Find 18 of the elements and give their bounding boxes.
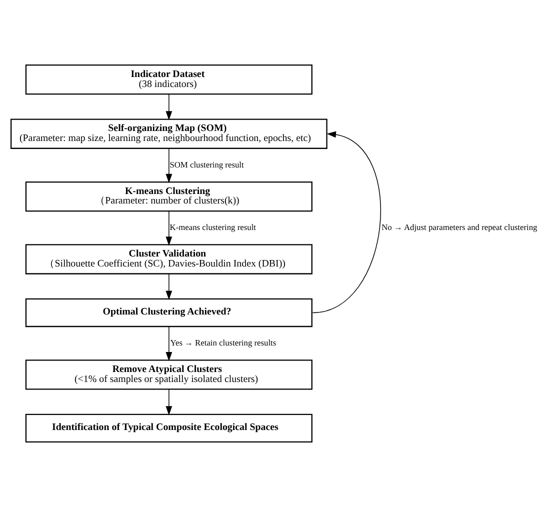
edge-label: SOM clustering result: [170, 160, 244, 169]
edge-label: Yes → Retain clustering results: [170, 338, 276, 347]
node-box: Remove Atypical Clusters (<1% of samples or spatially isolated clusters): [25, 359, 312, 390]
arrow: [166, 210, 172, 246]
edge-label: No → Adjust parameters and repeat clustering: [382, 222, 538, 232]
arrow: [312, 130, 381, 313]
arrow: [166, 388, 172, 415]
arrow: [166, 326, 172, 361]
node-box: Identification of Typical Composite Ecological Spaces: [25, 413, 312, 442]
node-box: K-means Clustering （Parameter: number of clusters(k)): [25, 180, 312, 212]
arrow: [166, 273, 172, 300]
node-box: Indicator Dataset (38 indicators): [25, 64, 312, 94]
edge-label: K-means clustering result: [170, 222, 256, 232]
node-box: Cluster Validation （Silhouette Coefficient (SC), Davies-Bouldin Index (DBI)): [25, 244, 312, 274]
arrow: [166, 148, 172, 183]
node-box: Self-organizing Map (SOM) (Parameter: map size, learning rate, neighbourhood function, epochs, etc): [10, 118, 328, 148]
node-box: Optimal Clustering Achieved?: [25, 298, 312, 327]
arrow: [166, 93, 172, 120]
